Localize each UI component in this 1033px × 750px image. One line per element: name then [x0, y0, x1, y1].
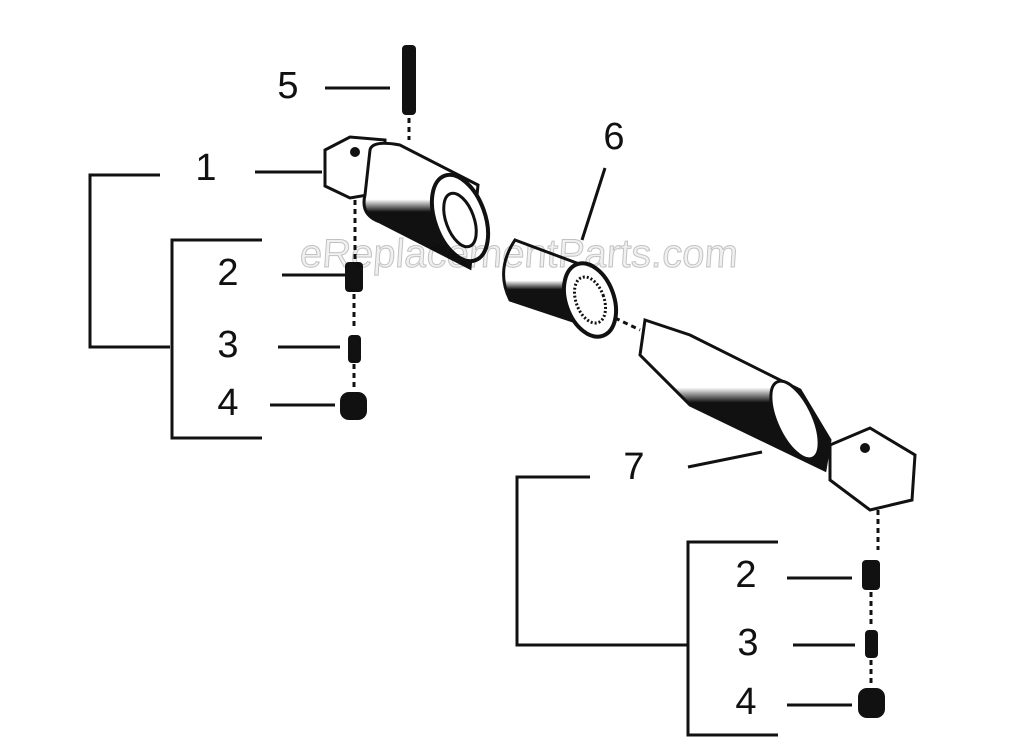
ball-part-4-upper	[340, 392, 367, 420]
coupling-part-1	[323, 135, 491, 271]
callout-1: 1	[195, 147, 217, 189]
watermark: eReplacementParts.com	[298, 232, 740, 277]
callout-2-upper: 2	[217, 252, 239, 294]
ball-part-4-lower	[858, 688, 885, 718]
bracket-lower	[515, 167, 855, 737]
fitting-part-2-lower	[862, 560, 880, 625]
callout-3-upper: 3	[217, 324, 239, 366]
callout-5: 5	[277, 65, 299, 107]
spring-part-3-lower	[865, 630, 878, 685]
fitting-part-2-upper	[345, 262, 363, 330]
callout-2-lower: 2	[735, 554, 757, 596]
bracket-upper	[88, 86, 390, 440]
callout-4-upper: 4	[217, 382, 239, 424]
bearing-part-6	[502, 238, 641, 339]
shaft-part-7	[638, 318, 917, 550]
callout-4-lower: 4	[735, 681, 757, 723]
spring-part-3-upper	[348, 335, 361, 390]
callout-7: 7	[623, 446, 645, 488]
callout-3-lower: 3	[737, 622, 759, 664]
callout-6: 6	[603, 116, 625, 158]
pin-part-5	[402, 45, 416, 140]
